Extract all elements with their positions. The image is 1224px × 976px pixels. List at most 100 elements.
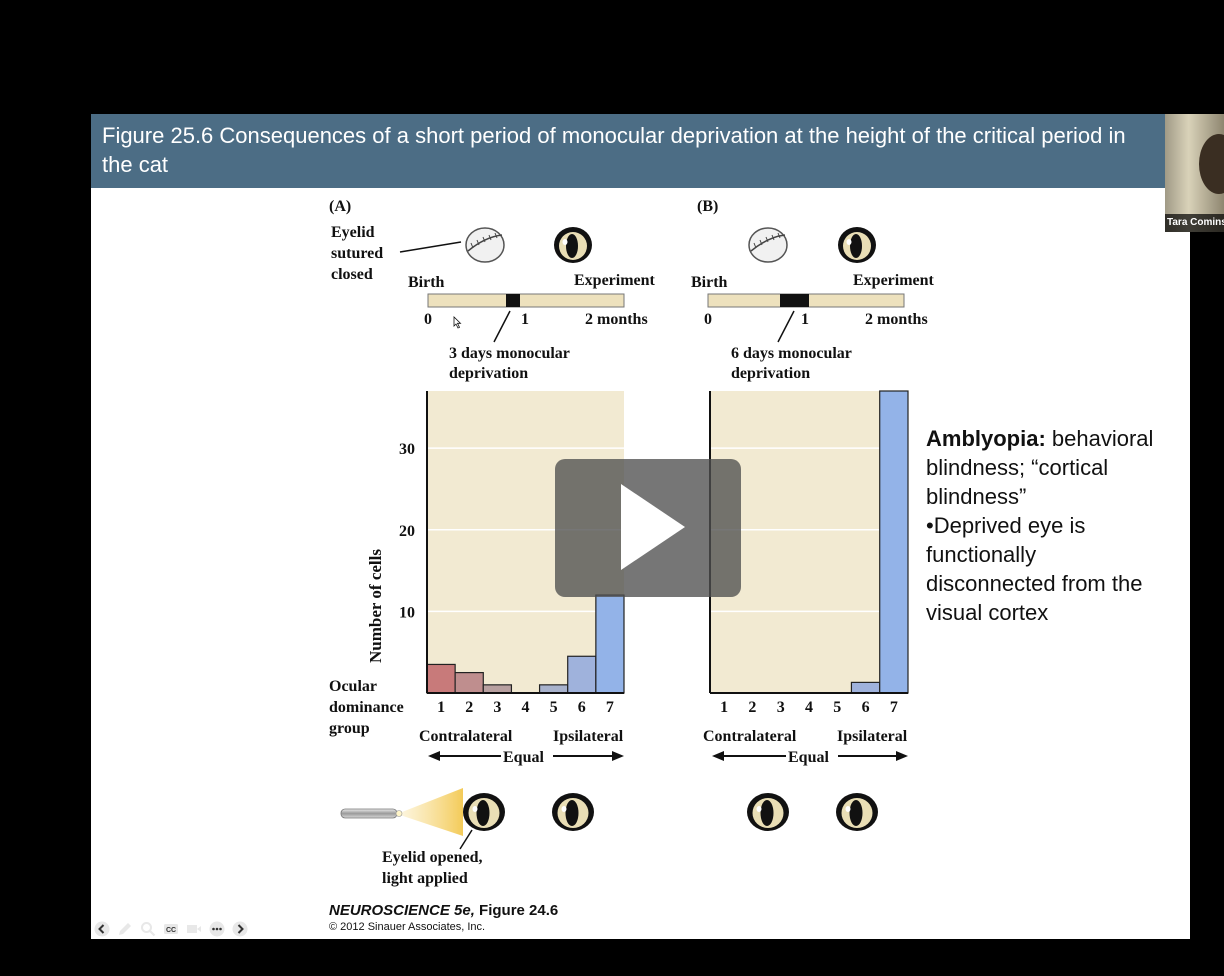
open-eye-icon bbox=[554, 227, 592, 263]
side-text-line: functionally bbox=[926, 542, 1037, 567]
y-axis-label: Number of cells bbox=[366, 549, 385, 663]
pen-icon[interactable] bbox=[116, 921, 133, 938]
x-tick-label: 3 bbox=[493, 699, 501, 716]
x-tick-label: 1 bbox=[437, 699, 445, 716]
x-tick-label: 2 bbox=[465, 699, 473, 716]
light-pen-icon bbox=[340, 788, 463, 836]
svg-text:0: 0 bbox=[424, 311, 432, 328]
slide: Figure 25.6 Consequences of a short peri… bbox=[91, 114, 1190, 939]
webcam-name: Tara Comins bbox=[1165, 214, 1224, 232]
open-eye-icon bbox=[838, 227, 876, 263]
forward-icon[interactable] bbox=[231, 921, 248, 938]
svg-text:1: 1 bbox=[801, 311, 809, 328]
contra-ipsi-axis-a: Contralateral Ipsilateral Equal bbox=[419, 728, 624, 766]
svg-text:deprivation: deprivation bbox=[731, 365, 810, 382]
sutured-eye-icon bbox=[465, 227, 505, 263]
amblyopia-term: Amblyopia: bbox=[926, 426, 1046, 451]
open-eye-icon bbox=[836, 793, 878, 831]
svg-text:3 days monocular: 3 days monocular bbox=[449, 345, 570, 362]
back-icon[interactable] bbox=[93, 921, 110, 938]
camera-icon[interactable] bbox=[185, 921, 202, 938]
bar-group-7 bbox=[595, 594, 625, 694]
figure: (A) (B) Eyelid sutured closed bbox=[329, 198, 935, 887]
ocular-dominance-label: Ocular dominance group bbox=[329, 678, 404, 737]
side-text-line: blindness; “cortical bbox=[926, 455, 1109, 480]
eyelid-opened-label: Eyelid opened, light applied bbox=[382, 829, 482, 887]
bar-group-2 bbox=[454, 671, 484, 694]
side-text-line: behavioral bbox=[1045, 426, 1154, 451]
svg-text:Ocular: Ocular bbox=[329, 678, 377, 695]
zoom-icon[interactable] bbox=[139, 921, 156, 938]
timeline-b: Birth Experiment 0 1 2 months 6 days mon… bbox=[691, 272, 935, 382]
webcam-thumbnail[interactable]: Tara Comins bbox=[1165, 114, 1224, 232]
amblyopia-text: Amblyopia: behavioral blindness; “cortic… bbox=[926, 424, 1190, 627]
x-tick-label: 2 bbox=[748, 699, 756, 716]
open-eye-icon bbox=[463, 793, 505, 831]
mouse-cursor-icon bbox=[453, 316, 462, 329]
bar-group-1 bbox=[426, 663, 456, 694]
x-tick-label: 5 bbox=[550, 699, 558, 716]
play-button[interactable] bbox=[555, 459, 741, 597]
svg-text:Birth: Birth bbox=[408, 274, 445, 291]
plot-area-b bbox=[710, 391, 908, 693]
bar-group-7 bbox=[879, 390, 909, 694]
svg-text:group: group bbox=[329, 720, 370, 737]
svg-text:Eyelid: Eyelid bbox=[331, 224, 375, 241]
grid-b bbox=[710, 447, 908, 613]
svg-text:1: 1 bbox=[521, 311, 529, 328]
y-tick-label: 10 bbox=[399, 604, 415, 621]
svg-text:Equal: Equal bbox=[788, 749, 829, 766]
svg-text:deprivation: deprivation bbox=[449, 365, 528, 382]
bar-group-6 bbox=[850, 681, 881, 694]
svg-text:2 months: 2 months bbox=[585, 311, 648, 328]
timeline-a: Birth Experiment 0 1 2 months 3 days mon… bbox=[408, 272, 656, 382]
side-text-line: •Deprived eye is bbox=[926, 513, 1086, 538]
y-tick-label: 30 bbox=[399, 441, 415, 458]
bar-group-3 bbox=[482, 684, 513, 694]
axis-a bbox=[426, 391, 624, 694]
side-text-line: visual cortex bbox=[926, 600, 1049, 625]
x-tick-label: 4 bbox=[805, 699, 813, 716]
svg-text:Birth: Birth bbox=[691, 274, 728, 291]
svg-text:Ipsilateral: Ipsilateral bbox=[837, 728, 908, 745]
figure-credit: NEUROSCIENCE 5e, Figure 24.6 © 2012 Sina… bbox=[329, 902, 558, 933]
slide-title: Figure 25.6 Consequences of a short peri… bbox=[91, 114, 1165, 188]
open-eye-icon bbox=[747, 793, 789, 831]
svg-text:Equal: Equal bbox=[503, 749, 544, 766]
svg-text:2 months: 2 months bbox=[865, 311, 928, 328]
svg-text:Experiment: Experiment bbox=[853, 272, 935, 289]
y-tick-label: 20 bbox=[399, 523, 415, 540]
x-tick-label: 7 bbox=[890, 699, 898, 716]
credit-figure: Figure 24.6 bbox=[474, 902, 559, 919]
more-icon[interactable] bbox=[208, 921, 225, 938]
bar-group-5 bbox=[538, 684, 569, 694]
contra-ipsi-axis-b: Contralateral Ipsilateral Equal bbox=[703, 728, 908, 766]
eyelid-sutured-label: Eyelid sutured closed bbox=[331, 224, 462, 283]
panel-a-label: (A) bbox=[329, 198, 351, 215]
webcam-person bbox=[1199, 134, 1224, 194]
credit-copyright: © 2012 Sinauer Associates, Inc. bbox=[329, 921, 486, 933]
svg-text:6 days monocular: 6 days monocular bbox=[731, 345, 852, 362]
svg-text:0: 0 bbox=[704, 311, 712, 328]
bar-group-6 bbox=[567, 655, 597, 694]
captions-icon[interactable]: CC bbox=[162, 921, 179, 938]
svg-text:dominance: dominance bbox=[329, 699, 404, 716]
x-tick-label: 1 bbox=[720, 699, 728, 716]
presentation-toolbar: CC bbox=[93, 919, 248, 939]
svg-text:Experiment: Experiment bbox=[574, 272, 656, 289]
x-tick-label: 3 bbox=[777, 699, 785, 716]
x-tick-label: 7 bbox=[606, 699, 614, 716]
svg-text:closed: closed bbox=[331, 266, 373, 283]
play-icon bbox=[621, 484, 685, 570]
credit-book: NEUROSCIENCE 5e, bbox=[329, 902, 475, 919]
x-tick-label: 6 bbox=[862, 699, 870, 716]
svg-text:Contralateral: Contralateral bbox=[419, 728, 513, 745]
x-tick-label: 4 bbox=[522, 699, 530, 716]
svg-text:CC: CC bbox=[165, 927, 175, 934]
side-text-line: disconnected from the bbox=[926, 571, 1143, 596]
svg-text:sutured: sutured bbox=[331, 245, 383, 262]
sutured-eye-icon bbox=[748, 227, 788, 263]
